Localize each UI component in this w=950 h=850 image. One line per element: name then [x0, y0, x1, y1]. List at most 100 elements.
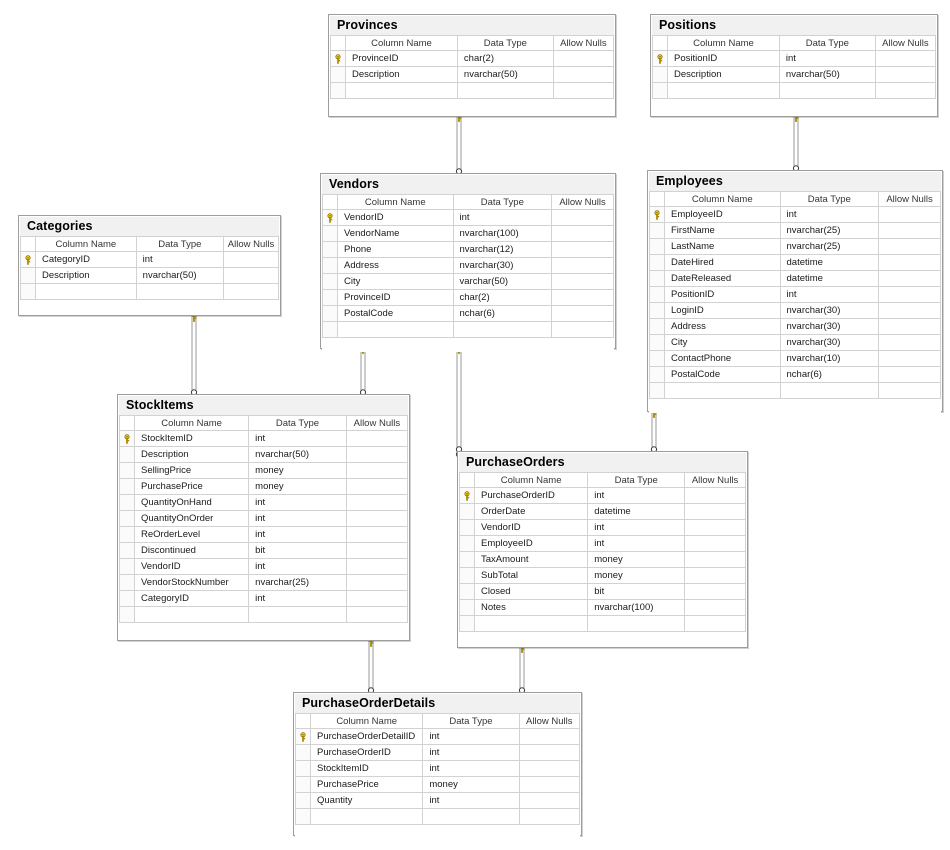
allow-nulls-cell[interactable]: [224, 268, 278, 283]
column-name-cell-empty[interactable]: [311, 809, 424, 824]
allow-nulls-cell[interactable]: [879, 207, 940, 222]
data-type-cell-empty[interactable]: [588, 616, 686, 631]
allow-nulls-cell[interactable]: [552, 306, 613, 321]
relationship-vendors-to-purchaseorders[interactable]: [451, 343, 467, 458]
allow-nulls-cell[interactable]: [685, 520, 745, 535]
allow-nulls-cell-empty[interactable]: [554, 83, 613, 98]
data-type-cell-empty[interactable]: [780, 83, 876, 98]
column-name-cell-empty[interactable]: [668, 83, 780, 98]
column-name-cell-empty[interactable]: [475, 616, 589, 631]
empty-column-row[interactable]: [296, 809, 579, 825]
empty-column-row[interactable]: [653, 83, 935, 99]
allow-nulls-cell[interactable]: [520, 729, 579, 744]
allow-nulls-cell[interactable]: [347, 543, 407, 558]
allow-nulls-cell[interactable]: [347, 527, 407, 542]
allow-nulls-cell[interactable]: [347, 511, 407, 526]
allow-nulls-cell[interactable]: [879, 255, 940, 270]
relationship-provinces-to-vendors[interactable]: [451, 111, 467, 180]
allow-nulls-cell[interactable]: [552, 210, 613, 225]
allow-nulls-cell[interactable]: [685, 552, 745, 567]
allow-nulls-cell[interactable]: [685, 536, 745, 551]
allow-nulls-cell[interactable]: [347, 479, 407, 494]
allow-nulls-cell[interactable]: [879, 335, 940, 350]
empty-column-row[interactable]: [21, 284, 278, 300]
allow-nulls-cell[interactable]: [879, 239, 940, 254]
allow-nulls-cell[interactable]: [552, 274, 613, 289]
column-name-cell-empty[interactable]: [338, 322, 454, 337]
allow-nulls-cell[interactable]: [520, 793, 579, 808]
allow-nulls-cell-empty[interactable]: [520, 809, 579, 824]
allow-nulls-cell-empty[interactable]: [347, 607, 407, 622]
relationship-positions-to-employees[interactable]: [788, 111, 804, 177]
allow-nulls-cell[interactable]: [554, 67, 613, 82]
allow-nulls-cell[interactable]: [876, 67, 935, 82]
allow-nulls-cell[interactable]: [685, 600, 745, 615]
allow-nulls-cell[interactable]: [879, 271, 940, 286]
data-type-cell-empty[interactable]: [458, 83, 554, 98]
allow-nulls-cell[interactable]: [879, 351, 940, 366]
relationship-purchaseorders-to-pod[interactable]: [514, 642, 530, 699]
empty-column-row[interactable]: [120, 607, 407, 623]
column-name-cell-empty[interactable]: [36, 284, 137, 299]
allow-nulls-cell[interactable]: [879, 367, 940, 382]
data-type-cell-empty[interactable]: [423, 809, 520, 824]
allow-nulls-cell[interactable]: [876, 51, 935, 66]
empty-column-row[interactable]: [331, 83, 613, 99]
allow-nulls-cell-empty[interactable]: [685, 616, 745, 631]
data-type-cell-empty[interactable]: [781, 383, 880, 398]
allow-nulls-cell[interactable]: [685, 504, 745, 519]
relationship-stockitems-to-pod[interactable]: [363, 636, 379, 699]
column-name-cell-empty[interactable]: [346, 83, 458, 98]
allow-nulls-cell[interactable]: [879, 223, 940, 238]
empty-column-row[interactable]: [323, 322, 613, 338]
relationship-vendors-to-stockitems[interactable]: [355, 343, 371, 401]
allow-nulls-cell[interactable]: [879, 303, 940, 318]
relationship-categories-to-stockitems[interactable]: [186, 311, 202, 401]
allow-nulls-cell[interactable]: [520, 777, 579, 792]
allow-nulls-cell[interactable]: [685, 584, 745, 599]
allow-nulls-cell[interactable]: [347, 463, 407, 478]
